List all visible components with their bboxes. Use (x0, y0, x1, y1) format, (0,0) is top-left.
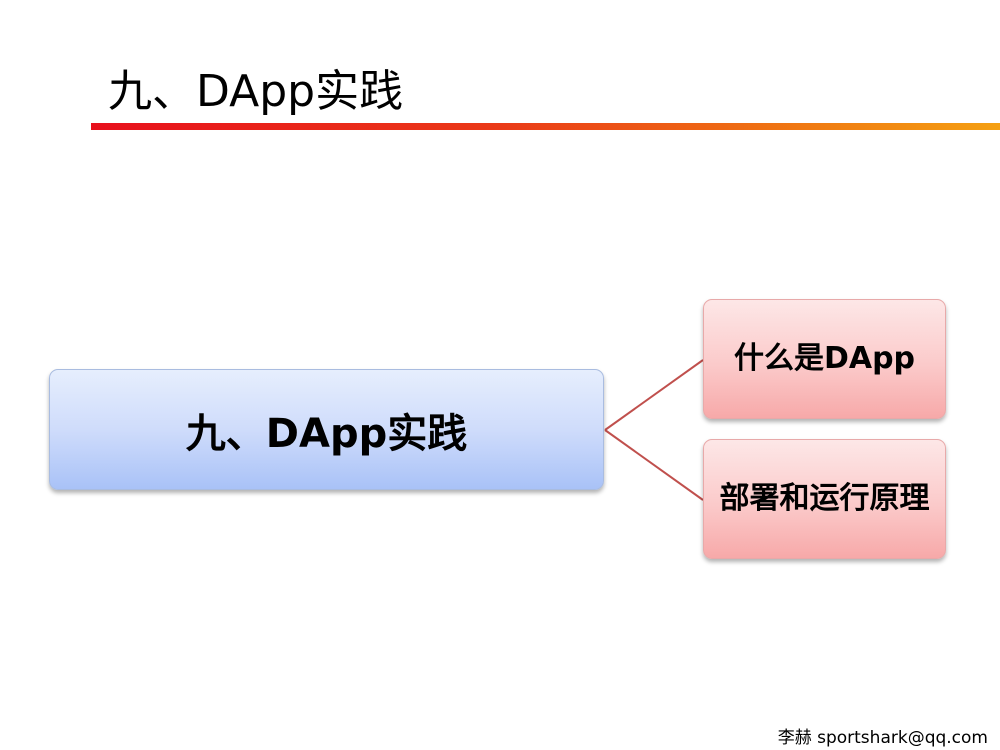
footer-author: 李赫 sportshark@qq.com (777, 728, 988, 748)
root-node: 九、DApp实践 (49, 369, 604, 490)
root-node-label: 九、DApp实践 (185, 410, 468, 457)
child-node-label: 什么是DApp (733, 341, 916, 376)
child-node-deploy-principle: 部署和运行原理 (703, 439, 946, 559)
connector-line-2 (604, 429, 704, 501)
child-node-what-is-dapp: 什么是DApp (703, 299, 946, 419)
connector-line-1 (604, 359, 704, 431)
slide-title: 九、DApp实践 (108, 66, 404, 117)
child-node-label: 部署和运行原理 (719, 481, 930, 516)
title-underline (91, 123, 1000, 130)
